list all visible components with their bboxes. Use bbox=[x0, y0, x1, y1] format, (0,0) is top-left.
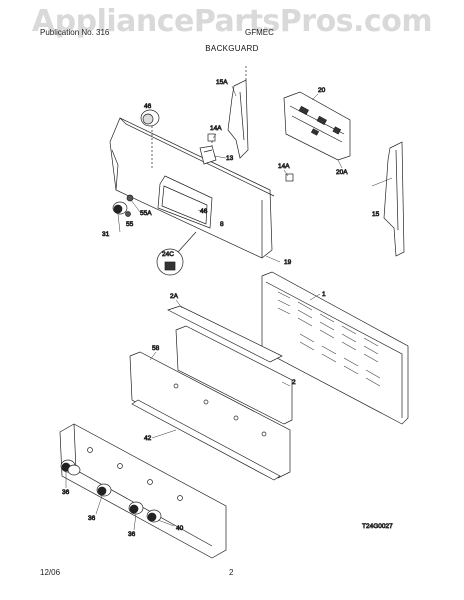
callout-8: 8 bbox=[220, 221, 224, 228]
callout-13: 13 bbox=[226, 155, 234, 162]
front-control-panel-40 bbox=[59, 423, 227, 559]
switch-13 bbox=[199, 145, 217, 165]
callout-14A-right: 14A bbox=[278, 163, 290, 170]
callout-31: 31 bbox=[102, 231, 110, 238]
footer-page: 2 bbox=[229, 568, 234, 577]
knob-46-top bbox=[140, 109, 160, 168]
knob-36-b bbox=[96, 483, 112, 497]
control-board-20 bbox=[283, 91, 351, 161]
callout-36-b: 36 bbox=[88, 515, 96, 522]
callout-2A: 2A bbox=[170, 293, 179, 300]
callout-55A: 55A bbox=[140, 210, 152, 217]
callout-36-a: 36 bbox=[62, 489, 70, 496]
back-panel-1 bbox=[261, 271, 409, 425]
callout-46-top: 46 bbox=[144, 103, 152, 110]
model-label: GFMEC bbox=[245, 28, 274, 37]
bracket-15A bbox=[227, 66, 249, 159]
section-title: BACKGUARD bbox=[205, 44, 259, 53]
callout-46-mid: 46 bbox=[200, 208, 208, 215]
callout-19: 19 bbox=[284, 259, 292, 266]
leader-lines bbox=[65, 85, 393, 531]
panel-2A bbox=[167, 305, 283, 363]
publication-number: Publication No. 316 bbox=[40, 28, 110, 37]
part-24C-inset bbox=[156, 231, 197, 276]
panel-58 bbox=[129, 351, 291, 479]
callout-58: 58 bbox=[152, 345, 160, 352]
callout-24C: 24C bbox=[162, 251, 174, 258]
diagram-code: T24G0027 bbox=[362, 523, 393, 530]
clip-55 bbox=[125, 211, 131, 217]
bracket-15 bbox=[383, 141, 405, 257]
backguard-panel bbox=[109, 117, 275, 259]
callout-36-c: 36 bbox=[128, 531, 136, 538]
knob-36-a bbox=[60, 459, 81, 476]
callout-20: 20 bbox=[318, 87, 326, 94]
callout-14A-left: 14A bbox=[210, 125, 222, 132]
clip-55A bbox=[126, 194, 134, 202]
callout-20A: 20A bbox=[336, 169, 348, 176]
callout-55: 55 bbox=[126, 221, 134, 228]
callout-2: 2 bbox=[292, 379, 296, 386]
footer-date: 12/06 bbox=[40, 568, 61, 577]
knob-31 bbox=[112, 201, 128, 215]
knob-36-c bbox=[128, 501, 162, 523]
callout-40: 40 bbox=[176, 525, 184, 532]
clip-14A-right bbox=[285, 173, 294, 182]
trim-42 bbox=[131, 399, 281, 481]
callout-42: 42 bbox=[144, 435, 152, 442]
callout-15A: 15A bbox=[216, 79, 228, 86]
callout-1: 1 bbox=[322, 291, 326, 298]
callout-15: 15 bbox=[372, 211, 380, 218]
panel-2 bbox=[175, 325, 293, 425]
